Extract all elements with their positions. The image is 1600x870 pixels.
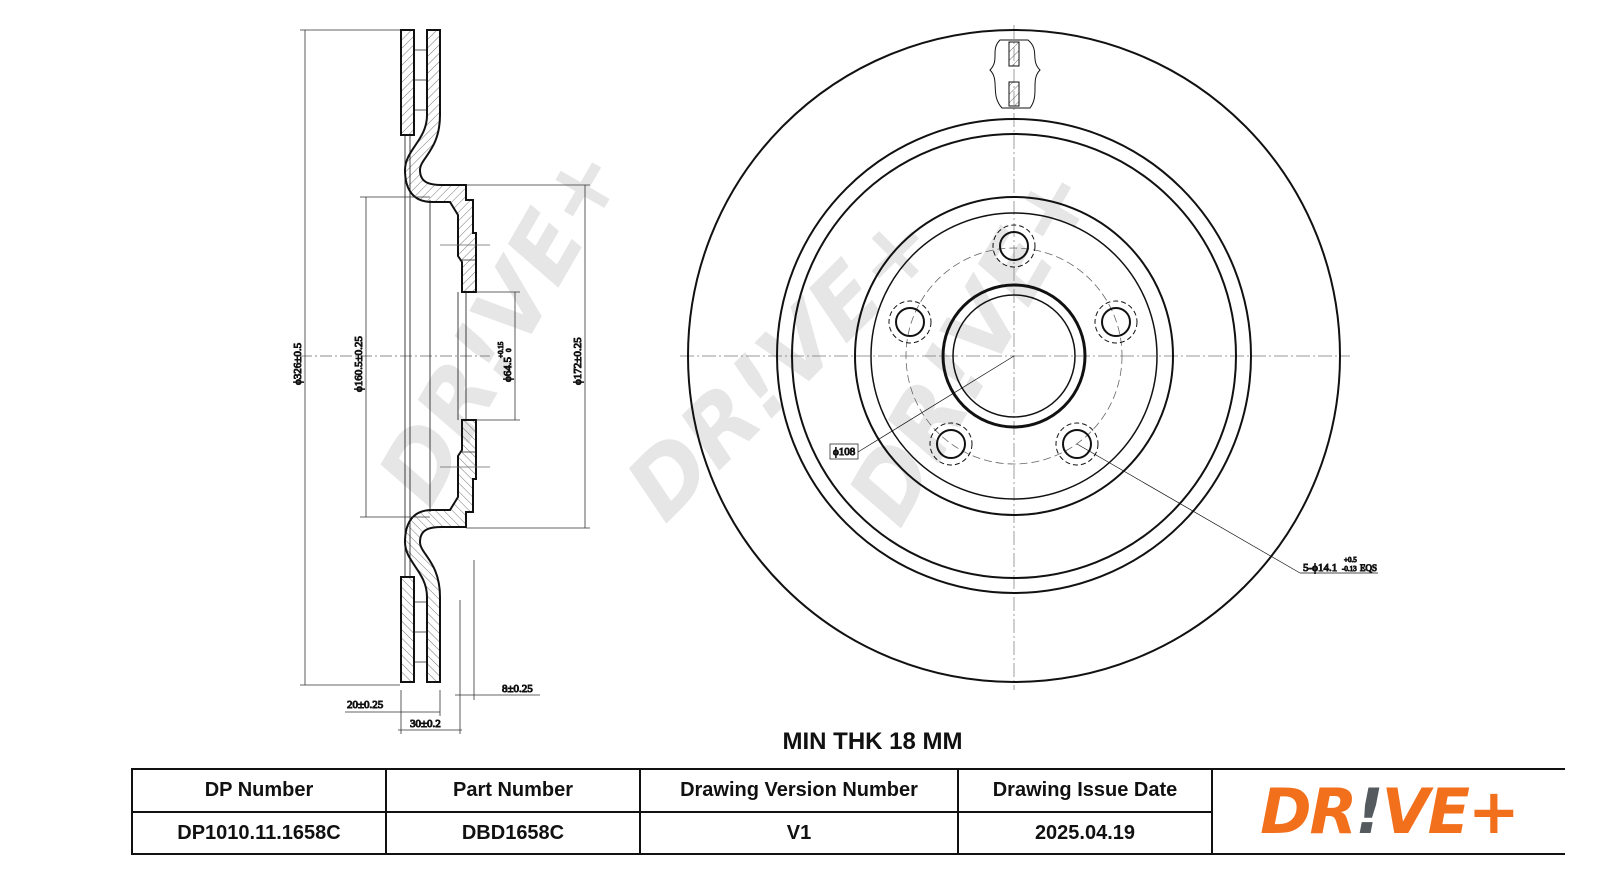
side-section-view: ϕ326±0.5 ϕ160.5±0.25 ϕ64.5 +0.15 0 ϕ172±…	[292, 29, 590, 734]
dim-hub-thickness: 8±0.25	[502, 683, 533, 695]
dim-thickness: 30±0.2	[410, 718, 441, 730]
min-thickness-label: MIN THK 18 MM	[782, 728, 963, 755]
svg-text:DR!VE+: DR!VE+	[358, 129, 645, 521]
header-drawing-version: Drawing Version Number	[639, 768, 959, 813]
bolt-holes	[888, 224, 1138, 466]
svg-text:+0.15: +0.15	[497, 341, 505, 358]
dim-center-bore: ϕ64.5	[502, 356, 514, 382]
header-part-number: Part Number	[385, 768, 641, 813]
svg-text:0: 0	[505, 348, 513, 352]
header-issue-date: Drawing Issue Date	[957, 768, 1213, 813]
dim-offset: 20±0.25	[347, 699, 384, 711]
front-view: ϕ108 5-ϕ14.1 +0.5 -0.13 EQS	[680, 25, 1378, 690]
dim-outer-diameter: ϕ326±0.5	[292, 342, 304, 385]
dim-bolt-circle: ϕ108	[833, 446, 856, 458]
svg-text:+0.5: +0.5	[1344, 556, 1357, 564]
dim-mount-diameter: ϕ172±0.25	[572, 337, 584, 385]
brand-logo: DR!VE+	[1211, 768, 1565, 855]
svg-text:-0.13: -0.13	[1342, 565, 1357, 573]
dim-bolt-holes: 5-ϕ14.1	[1303, 562, 1337, 574]
svg-text:EQS: EQS	[1360, 563, 1377, 573]
dim-hat-diameter: ϕ160.5±0.25	[353, 336, 365, 392]
header-dp-number: DP Number	[131, 768, 387, 813]
value-issue-date: 2025.04.19	[957, 811, 1213, 855]
value-dp-number: DP1010.11.1658C	[131, 811, 387, 855]
value-part-number: DBD1658C	[385, 811, 641, 855]
title-block: DP Number Part Number Drawing Version Nu…	[131, 768, 1565, 855]
value-drawing-version: V1	[639, 811, 959, 855]
